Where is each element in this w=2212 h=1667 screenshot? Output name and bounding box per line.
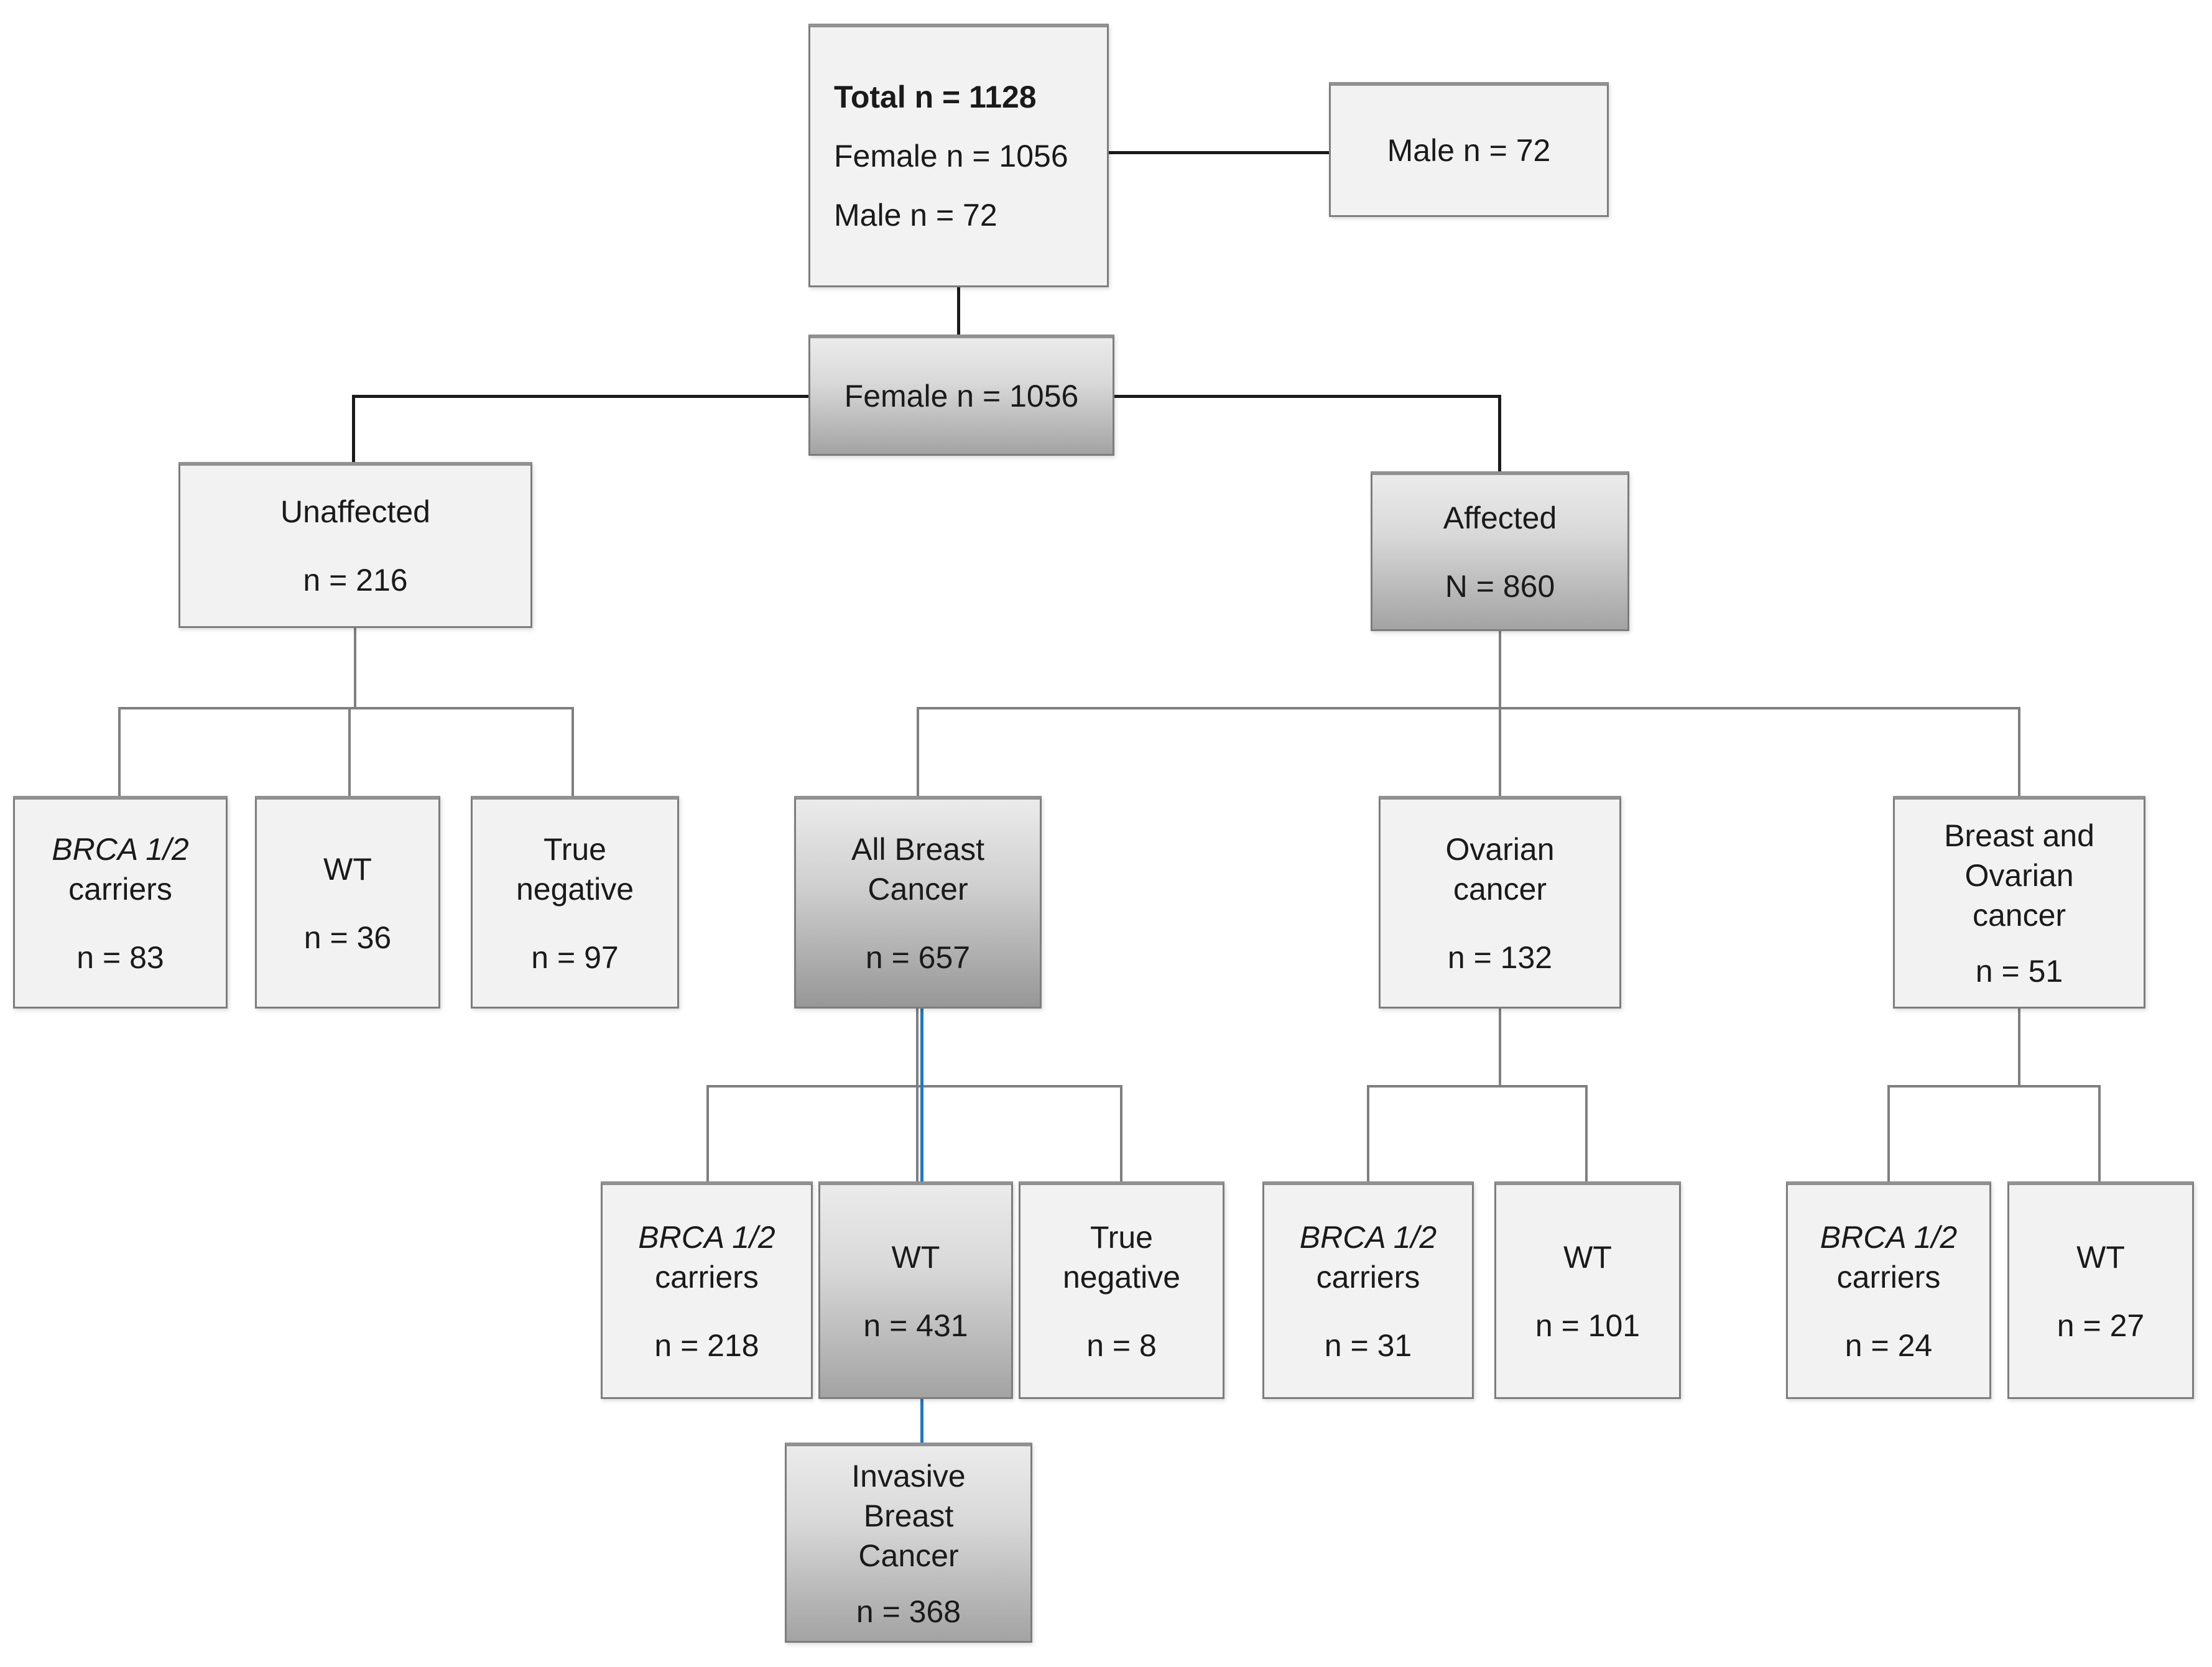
connector-unaffected-bracket: [118, 707, 574, 709]
ovarian-name: Ovarian: [1445, 831, 1555, 867]
connector-affected-stem: [1499, 630, 1501, 708]
node-ovarian-brca-carriers: BRCA 1/2 carriers n = 31: [1262, 1181, 1474, 1399]
affected-name: Affected: [1443, 501, 1557, 535]
abc-brca-count: n = 218: [654, 1328, 759, 1363]
connector-drop-bo-brca: [1887, 1085, 1890, 1183]
connector-drop-ovarian: [1499, 707, 1501, 797]
ov-wt-count: n = 101: [1535, 1308, 1640, 1343]
bo-name: Breast and: [1944, 818, 2094, 853]
connector-female-affected-h: [1113, 395, 1501, 398]
connector-bo-stem: [2018, 1009, 2020, 1087]
tn-name: True: [544, 831, 606, 867]
abc-name2: Cancer: [868, 871, 968, 907]
connector-total-female: [957, 287, 960, 336]
connector-drop-abc-tn: [1120, 1085, 1122, 1183]
node-unaffected: Unaffected n = 216: [178, 462, 532, 628]
tn-count: n = 97: [531, 940, 619, 975]
abc-wt-count: n = 431: [863, 1308, 968, 1343]
connector-female-affected-v: [1498, 395, 1501, 473]
total-male-line: Male n = 72: [834, 198, 997, 233]
connector-bo-bracket: [1887, 1085, 2101, 1087]
ov-brca-name2: carriers: [1316, 1259, 1420, 1295]
invasive-name2: Breast: [863, 1498, 954, 1533]
connector-drop-u-wt: [348, 707, 351, 797]
abc-count: n = 657: [865, 940, 971, 975]
connector-drop-abc-brca: [706, 1085, 709, 1183]
total-female-line: Female n = 1056: [834, 139, 1068, 173]
bo-brca-count: n = 24: [1844, 1328, 1933, 1363]
brca-name2: carriers: [68, 871, 172, 907]
connector-unaffected-stem: [354, 627, 356, 709]
node-total: Total n = 1128 Female n = 1056 Male n = …: [808, 24, 1109, 287]
connector-total-male: [1109, 151, 1330, 154]
connector-female-unaffected-v: [352, 395, 355, 463]
node-all-breast-cancer: All Breast Cancer n = 657: [794, 796, 1042, 1009]
node-bo-brca-carriers: BRCA 1/2 carriers n = 24: [1786, 1181, 1991, 1399]
connector-drop-u-brca: [118, 707, 121, 797]
node-unaffected-brca-carriers: BRCA 1/2 carriers n = 83: [13, 796, 228, 1009]
brca-count: n = 83: [76, 940, 164, 975]
node-abc-true-negative: True negative n = 8: [1019, 1181, 1224, 1399]
ovarian-count: n = 132: [1447, 940, 1553, 975]
abc-brca-name2: carriers: [655, 1259, 759, 1295]
wt-count: n = 36: [303, 920, 392, 955]
connector-abc-bracket: [706, 1085, 1122, 1087]
node-invasive-breast-cancer: Invasive Breast Cancer n = 368: [785, 1443, 1032, 1643]
bo-count: n = 51: [1975, 953, 2063, 989]
node-bo-wt: WT n = 27: [2007, 1181, 2194, 1399]
node-unaffected-true-negative: True negative n = 97: [471, 796, 679, 1009]
node-female: Female n = 1056: [808, 335, 1114, 456]
bo-name3: cancer: [1972, 897, 2066, 933]
connector-ovarian-bracket: [1367, 1085, 1588, 1087]
node-abc-wt: WT n = 431: [818, 1181, 1013, 1399]
connector-female-unaffected-h: [352, 395, 810, 398]
invasive-count: n = 368: [856, 1594, 961, 1629]
node-affected: Affected N = 860: [1371, 471, 1629, 631]
ovarian-name2: cancer: [1453, 871, 1547, 907]
node-breast-and-ovarian-cancer: Breast and Ovarian cancer n = 51: [1893, 796, 2145, 1009]
abc-name: All Breast: [851, 831, 984, 867]
node-male: Male n = 72: [1329, 82, 1609, 217]
unaffected-name: Unaffected: [280, 494, 430, 529]
connector-drop-u-tn: [572, 707, 574, 797]
node-abc-brca-carriers: BRCA 1/2 carriers n = 218: [601, 1181, 813, 1399]
abc-tn-count: n = 8: [1086, 1328, 1157, 1363]
unaffected-count: n = 216: [303, 563, 408, 598]
abc-brca-name: BRCA 1/2: [638, 1219, 775, 1255]
connector-drop-abc: [917, 707, 919, 797]
ov-brca-count: n = 31: [1324, 1328, 1412, 1363]
connector-drop-ov-wt: [1585, 1085, 1588, 1183]
connector-drop-ov-brca: [1367, 1085, 1369, 1183]
connector-ovarian-stem: [1499, 1009, 1501, 1087]
bo-brca-name2: carriers: [1836, 1259, 1941, 1295]
total-line: Total n = 1128: [834, 80, 1037, 114]
node-ovarian-cancer: Ovarian cancer n = 132: [1379, 796, 1621, 1009]
connector-affected-bracket: [917, 707, 2020, 709]
node-ovarian-wt: WT n = 101: [1494, 1181, 1681, 1399]
connector-drop-bo-wt: [2098, 1085, 2101, 1183]
bo-wt-name: WT: [2076, 1239, 2125, 1275]
affected-count: N = 860: [1445, 569, 1555, 604]
invasive-name: Invasive: [851, 1458, 966, 1494]
connector-drop-abc-wt: [916, 1085, 919, 1183]
tn-name2: negative: [516, 871, 634, 907]
bo-wt-count: n = 27: [2057, 1308, 2145, 1343]
brca-name: BRCA 1/2: [52, 831, 189, 867]
ov-brca-name: BRCA 1/2: [1299, 1219, 1437, 1255]
abc-tn-name2: negative: [1062, 1259, 1181, 1295]
abc-wt-name: WT: [891, 1239, 940, 1275]
female-label: Female n = 1056: [844, 379, 1079, 413]
ov-wt-name: WT: [1563, 1239, 1612, 1275]
invasive-name3: Cancer: [858, 1538, 959, 1573]
bo-name2: Ovarian: [1964, 857, 2074, 893]
wt-name: WT: [323, 851, 372, 887]
connector-drop-bo: [2018, 707, 2020, 797]
connector-abc-stem: [916, 1009, 919, 1087]
node-unaffected-wt: WT n = 36: [255, 796, 440, 1009]
bo-brca-name: BRCA 1/2: [1820, 1219, 1958, 1255]
male-label: Male n = 72: [1387, 133, 1551, 168]
abc-tn-name: True: [1090, 1219, 1153, 1255]
